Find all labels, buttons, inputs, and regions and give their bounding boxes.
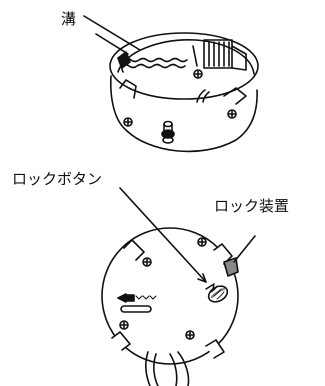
lock-button bbox=[205, 283, 229, 303]
groove-pointer-1 bbox=[83, 15, 141, 51]
base-screws bbox=[123, 69, 237, 127]
lock-device-pointer bbox=[233, 235, 256, 263]
cables bbox=[145, 351, 190, 386]
direction-arrow-label bbox=[117, 293, 157, 313]
base-body-outline bbox=[109, 75, 258, 153]
lock-device-label: ロック装置 bbox=[214, 197, 290, 215]
base-top-rim bbox=[109, 32, 259, 100]
base-side-view bbox=[83, 15, 259, 153]
side-slot-left bbox=[119, 79, 137, 99]
base-post bbox=[161, 120, 175, 144]
groove-label: 溝 bbox=[61, 10, 77, 28]
top-view-screws bbox=[119, 237, 207, 340]
base-center-mark bbox=[196, 89, 206, 103]
notch-bottom-left bbox=[111, 331, 131, 351]
notch-top-left bbox=[123, 239, 145, 261]
lock-button-pointer-head bbox=[197, 273, 207, 283]
base-disc bbox=[101, 227, 239, 365]
groove-channel bbox=[117, 45, 198, 73]
connector-block bbox=[203, 39, 247, 71]
side-slot-right bbox=[223, 87, 247, 105]
base-top-view bbox=[101, 187, 256, 386]
notch-bottom-right bbox=[205, 339, 225, 359]
lock-button-label: ロックボタン bbox=[12, 170, 103, 188]
groove-notch-shade bbox=[117, 51, 131, 69]
groove-pointer-2 bbox=[95, 33, 129, 55]
lock-button-pointer bbox=[119, 187, 207, 283]
